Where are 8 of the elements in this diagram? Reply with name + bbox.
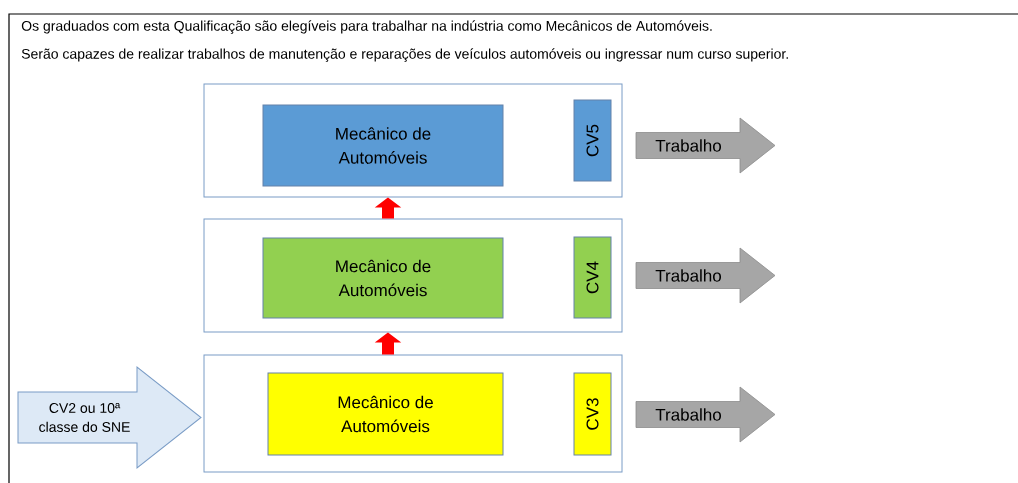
process-box: Mecânico de Automóveis [262,104,504,187]
process-box: Mecânico de Automóveis [267,372,504,456]
intro-text: Os graduados com esta Qualificação são elegíveis para trabalhar na indústria como Mecânicos de Automóveis. [21,20,712,34]
level-tag: CV4 [573,236,612,319]
level-tag: CV3 [573,372,612,456]
process-box: Mecânico de Automóveis [262,237,504,319]
level-tag: CV5 [573,99,612,182]
intro-text: Serão capazes de realizar trabalhos de manutenção e reparações de veículos automóveis ou ingressar num curso superior. [21,48,788,62]
